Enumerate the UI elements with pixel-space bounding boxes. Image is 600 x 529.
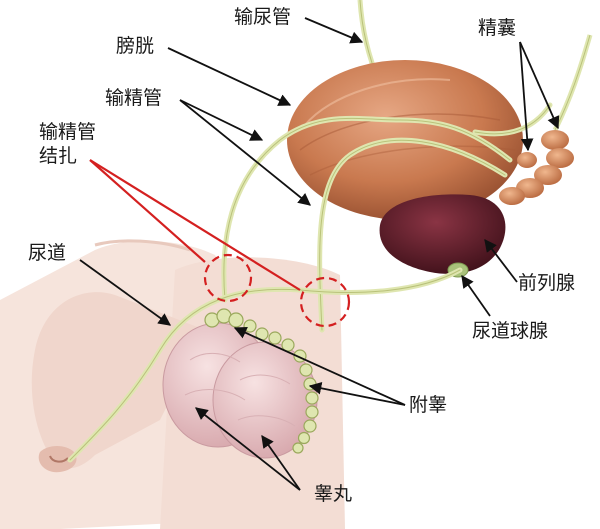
epididymis-organ [204,308,319,454]
prostate-organ [379,194,506,274]
label-urethra: 尿道 [28,242,67,264]
label-prostate: 前列腺 [518,272,576,294]
label-ureter: 输尿管 [234,6,292,28]
label-vasectomy-line2: 结扎 [39,145,78,167]
duct-system [67,102,553,463]
vasectomy-markers [89,159,351,328]
label-vas-deferens: 输精管 [105,87,163,109]
label-vasectomy-line1: 输精管 [39,121,97,143]
label-bladder: 膀胱 [116,35,155,57]
label-bulbourethral-gland: 尿道球腺 [472,320,549,342]
testis-organ [162,322,318,459]
label-seminal-vesicle: 精囊 [478,17,517,39]
label-epididymis: 附睾 [409,394,448,416]
label-testis: 睾丸 [314,483,353,505]
seminal-vesicle-organ [499,130,574,205]
label-arrows [79,17,560,491]
